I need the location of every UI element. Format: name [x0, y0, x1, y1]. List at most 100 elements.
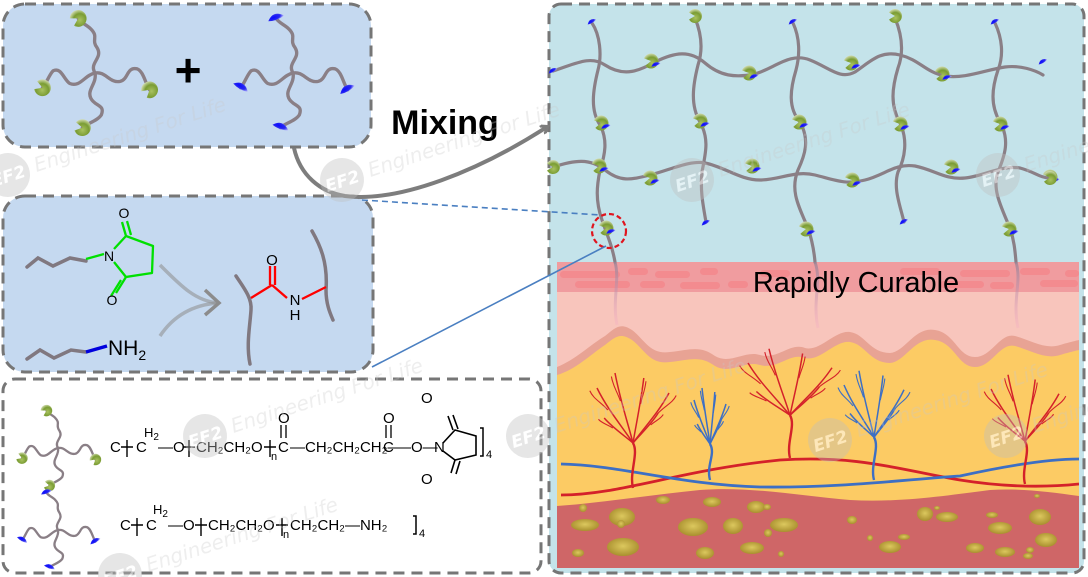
polymer-arm — [20, 444, 60, 460]
mixing-arrow: Mixing — [292, 104, 547, 199]
amine-end-group-icon — [799, 123, 809, 128]
vessel-branch — [747, 362, 791, 416]
nhs-cap-shape — [141, 81, 159, 99]
fat-globule — [723, 518, 743, 534]
methylene-h: H2 — [144, 425, 159, 443]
core-carbon: C — [120, 517, 131, 534]
capillary-tree — [589, 372, 677, 489]
amine-end-group-icon — [43, 564, 55, 570]
amine-chain — [25, 347, 88, 361]
star-polymer — [16, 404, 102, 492]
ether-o: —O — [158, 439, 185, 456]
vessel-branch — [632, 377, 645, 444]
vessel-twig — [837, 387, 854, 407]
amine-end-group-icon — [1038, 58, 1048, 65]
vessel-branch — [843, 384, 875, 438]
amine-bond — [85, 344, 108, 354]
carbonyl-1-c: C — [278, 439, 289, 456]
fat-globule — [571, 519, 599, 531]
polymer-arm — [80, 71, 104, 130]
vessel-branch — [997, 417, 1026, 442]
nhs-cap-shape — [89, 453, 102, 466]
amine-cap-shape — [701, 219, 711, 226]
epidermis-cell — [680, 282, 720, 289]
vessel-trunk — [707, 443, 714, 481]
polymer-arm — [56, 525, 97, 543]
fat-globule — [778, 551, 784, 557]
vessel-branch — [1007, 374, 1026, 442]
amine-structure: NH2 — [25, 337, 146, 363]
vessel-twig — [739, 365, 761, 385]
amide-product-structure: O N H — [234, 229, 335, 366]
amine-end-group-icon — [900, 125, 910, 130]
vessel-branch — [614, 372, 634, 444]
fat-globule — [696, 547, 714, 559]
amine-cap-shape — [942, 75, 952, 80]
amine-cap-shape — [90, 538, 101, 545]
mixing-arrow-icon — [292, 127, 547, 199]
fat-globule — [609, 508, 635, 526]
amine-cap-shape — [233, 82, 248, 92]
amine-cap-shape — [806, 230, 816, 235]
amine-label: NH2 — [108, 337, 146, 363]
vessel-twig — [764, 351, 776, 376]
star-polymer — [233, 13, 355, 131]
amine-cap-shape — [900, 125, 910, 130]
nhs-end-group-icon — [141, 81, 159, 99]
nhs-end-group-icon — [43, 479, 56, 492]
methylene-h: H2 — [153, 502, 168, 520]
network-panel: Rapidly Curable — [546, 2, 1086, 575]
epidermis-cell — [1040, 280, 1078, 287]
amine-cap-shape — [1038, 58, 1048, 65]
nhs-end-group-icon — [1043, 171, 1057, 185]
tissue-anchoring-chain — [1014, 261, 1020, 329]
amine-end-group-icon — [788, 18, 798, 25]
carbonyl-2-double-bond — [385, 425, 392, 438]
vessel-twig — [879, 378, 886, 401]
skin-tissue — [557, 262, 1079, 568]
polymer-arm — [93, 66, 152, 92]
vessel-twig — [717, 421, 724, 430]
vessel-branch — [755, 390, 791, 416]
amine-end-group-icon — [41, 489, 52, 495]
peg-repeat-unit: CH₂CH₂O — [196, 439, 263, 456]
amine-cap-shape — [548, 67, 558, 74]
nhs-cap-shape — [888, 9, 902, 23]
nhs-end-group-icon — [688, 9, 702, 23]
vessel-branch — [693, 399, 711, 445]
vessel-twig — [699, 390, 705, 411]
vessel-twig — [991, 418, 1007, 428]
fat-globule — [867, 535, 873, 541]
amine-cap-shape — [41, 489, 52, 495]
nhs-cap-shape — [1043, 171, 1057, 185]
amine-end-group-icon — [752, 167, 762, 172]
amine-end-group-icon — [651, 62, 661, 67]
amine-cap-shape — [17, 536, 27, 543]
amine-cap-shape — [700, 122, 710, 127]
amine-end-group-icon — [599, 167, 609, 172]
amine-end-group-icon — [852, 181, 862, 186]
fat-globule — [936, 512, 958, 522]
nhs-end-group-icon — [546, 160, 560, 174]
watermark-logo-icon — [98, 553, 142, 577]
amine-cap-shape — [601, 124, 611, 129]
peg-amine-legend-icon — [17, 489, 101, 570]
vessel-twig — [894, 391, 911, 410]
nhs-n-atom: N — [104, 248, 114, 264]
artery-main — [560, 457, 1079, 497]
vessel-branch — [696, 423, 711, 445]
nhs-cap-shape — [69, 10, 87, 27]
fat-globule — [764, 529, 772, 537]
amine-cap-shape — [268, 13, 285, 22]
polymer-arm — [291, 66, 350, 92]
fat-globule — [703, 497, 721, 507]
vessel-twig — [690, 402, 700, 418]
repeat-bracket-open — [195, 518, 207, 536]
vessel-twig — [598, 418, 614, 429]
vessel-branch — [873, 408, 896, 438]
amine-cap-shape — [899, 218, 909, 225]
amine-end-group-icon — [90, 538, 101, 545]
epidermis-cell — [700, 268, 718, 275]
vessel-trunk — [1022, 440, 1029, 485]
linker-chain: —CH₂CH₂CH₂— — [290, 439, 402, 456]
